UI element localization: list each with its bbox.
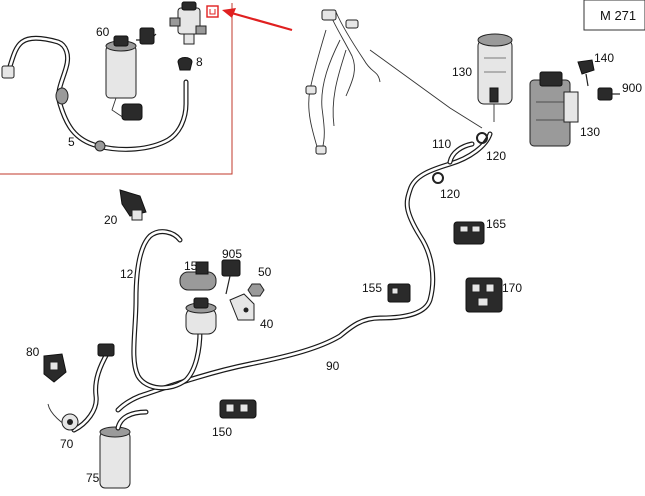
callout-20: 20 [104,213,118,227]
harness-lead [369,49,483,129]
callout-60: 60 [96,25,110,39]
callout-8: 8 [196,55,203,69]
canister-60[interactable] [105,27,157,121]
detail-inset: 60 8 5 [0,1,233,175]
callout-80: 80 [26,345,40,359]
callout-140: 140 [594,51,614,65]
highlight-arrow [222,8,293,32]
wiring-harness[interactable] [305,9,381,155]
callout-110: 110 [432,137,451,151]
callout-170: 170 [502,281,522,295]
bracket-20[interactable] [119,189,147,221]
sensor-900[interactable] [597,87,620,101]
callout-70: 70 [60,437,74,451]
callout-120-b: 120 [440,187,460,201]
callout-90: 90 [326,359,340,373]
callout-120-a: 120 [486,149,506,163]
purge-pump[interactable] [185,297,217,335]
connector-170[interactable] [465,277,503,313]
canister-130-right[interactable] [529,71,579,147]
bracket-80[interactable] [43,353,67,383]
callout-155: 155 [362,281,382,295]
purge-valve[interactable] [169,1,219,45]
sensor-70[interactable] [61,413,79,431]
nut-50[interactable] [247,283,265,297]
callout-130-a: 130 [452,65,472,79]
callout-50: 50 [258,265,272,279]
canister-75[interactable] [99,409,149,489]
callout-12: 12 [120,267,134,281]
callout-15: 15 [184,259,198,273]
highlight-box [206,5,219,18]
model-code-text: M 271 [600,8,636,23]
callout-905: 905 [222,247,242,261]
detail-frame [0,3,233,175]
callout-75: 75 [86,471,100,485]
clamp-120-a[interactable] [476,132,488,144]
callout-150: 150 [212,425,232,439]
clip-8[interactable] [177,57,193,71]
callout-5: 5 [68,135,75,149]
harness-left[interactable] [47,343,115,433]
callout-900: 900 [622,81,642,95]
hose-110[interactable] [447,141,475,165]
bracket-40[interactable] [229,293,255,321]
hose-5[interactable] [1,35,189,152]
callout-40: 40 [260,317,274,331]
connector-905[interactable] [221,259,241,295]
callout-165: 165 [486,217,506,231]
valve-15[interactable] [179,261,217,291]
clamp-120-b[interactable] [432,172,444,184]
canister-130-upper[interactable] [477,33,513,122]
connector-165[interactable] [453,221,485,245]
hose-12[interactable] [131,229,203,391]
bracket-140[interactable] [577,59,595,87]
connector-150[interactable] [219,399,257,419]
callout-130-b: 130 [580,125,600,139]
model-code-badge: M 271 [583,0,645,31]
connector-155[interactable] [387,283,411,303]
